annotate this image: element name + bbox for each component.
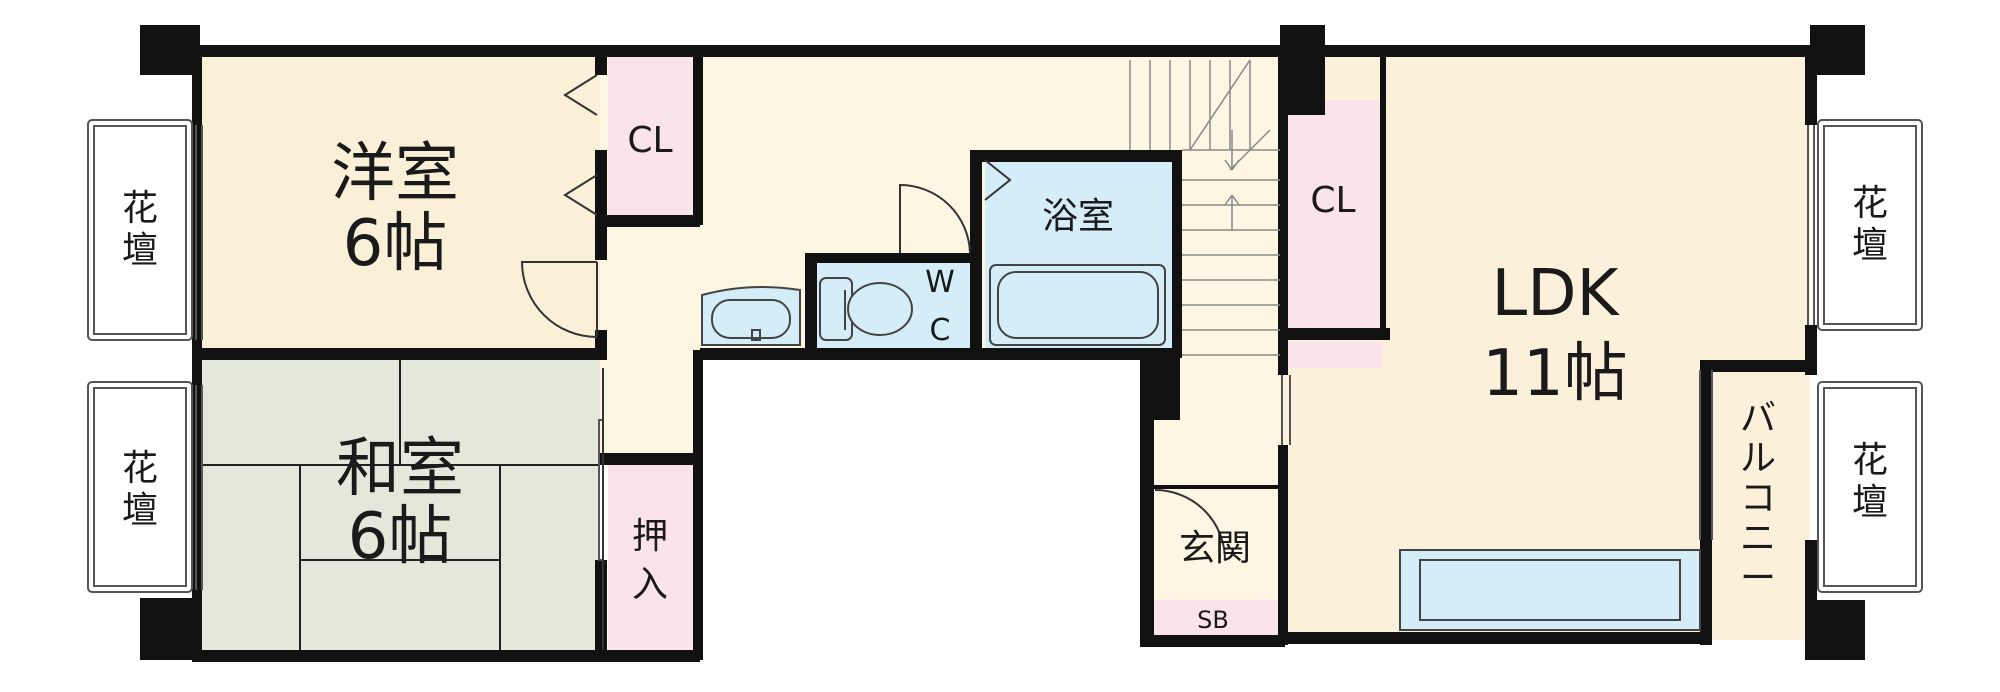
washbasin-icon: [701, 285, 801, 346]
ldk-size: 11帖: [1482, 337, 1627, 411]
shoebox-fill: [1150, 600, 1280, 640]
flowerbed-left-top-box: [87, 119, 193, 341]
western-room-name: 洋室: [331, 137, 459, 211]
toilet-label-c: C: [930, 313, 951, 348]
flowerbed-right-top-box: [1817, 119, 1923, 331]
shoebox-label: SB: [1197, 606, 1229, 634]
flowerbed-left-bottom-2: 壇: [122, 490, 158, 531]
balcony-label-1: バ: [1740, 398, 1776, 439]
balcony-label-4: ニ: [1740, 518, 1776, 559]
flowerbed-right-top-1: 花: [1852, 183, 1888, 224]
entrance-label: 玄関: [1179, 528, 1251, 569]
ldk-closet-strip: [1288, 342, 1383, 368]
flowerbed-left-bottom-box: [87, 381, 193, 593]
bathtub-icon: [989, 264, 1166, 346]
western-room-size: 6帖: [343, 207, 448, 281]
balcony-label-2: ル: [1740, 438, 1776, 479]
flowerbed-right-bottom-2: 壇: [1852, 482, 1888, 523]
flowerbed-left-top-2: 壇: [122, 230, 158, 271]
flowerbed-left-top-1: 花: [122, 188, 158, 229]
walls: [140, 25, 1865, 662]
western-room-floor: [200, 50, 600, 350]
balcony-label-3: コ: [1740, 478, 1776, 519]
flowerbeds: [87, 119, 1923, 593]
corridor-lower: [600, 220, 700, 455]
balcony-label-5: ー: [1740, 558, 1776, 599]
bath-label: 浴室: [1042, 196, 1114, 237]
closet-western-label: CL: [627, 120, 672, 161]
window-frames: [195, 125, 1815, 590]
flowerbed-left-bottom-1: 花: [122, 448, 158, 489]
japanese-room-size: 6帖: [348, 500, 453, 574]
oshiire-fill: [608, 465, 695, 656]
kitchen-counter-fill: [1400, 550, 1700, 630]
staircase: [1129, 59, 1280, 356]
doors: [520, 74, 1226, 650]
flowerbed-right-top-2: 壇: [1852, 225, 1888, 266]
closet-western-fill: [608, 55, 695, 220]
ldk-name: LDK: [1492, 257, 1621, 331]
toilet-bowl-icon: [847, 282, 913, 336]
labels: 洋室 6帖 和室 6帖 LDK 11帖 CL CL 浴室 W C 玄関 SB 押…: [122, 120, 1888, 634]
tatami-grid: [200, 360, 600, 656]
flowerbed-right-bottom-box: [1817, 381, 1923, 593]
oshiire-label-1: 押: [632, 516, 668, 557]
fixtures: [701, 264, 1701, 631]
toilet-label-w: W: [925, 265, 955, 300]
floor-fills: [200, 50, 1810, 656]
flowerbed-right-bottom-1: 花: [1852, 440, 1888, 481]
oshiire-label-2: 入: [632, 564, 668, 605]
closet-ldk-label: CL: [1310, 180, 1355, 221]
closet-ldk-fill: [1288, 100, 1383, 330]
japanese-room-name: 和室: [336, 432, 464, 506]
